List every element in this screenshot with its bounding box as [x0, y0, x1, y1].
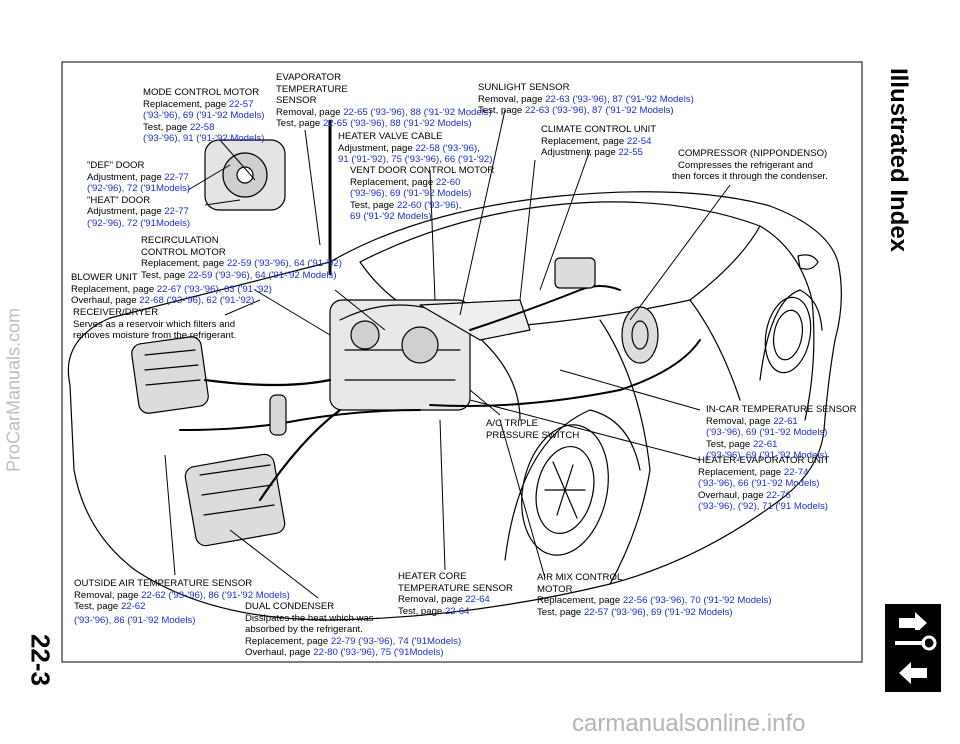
- outside-air-sensor-label: OUTSIDE AIR TEMPERATURE SENSOR Removal, …: [74, 578, 290, 626]
- illustration-frame: [61, 61, 863, 663]
- page-ref[interactable]: 22-65 ('93-'96), 88 ('91-'92 Models): [343, 106, 492, 118]
- in-car-sensor-label: IN-CAR TEMPERATURE SENSOR Removal, page …: [706, 404, 857, 462]
- mode-control-motor-label: MODE CONTROL MOTOR Replacement, page 22-…: [143, 87, 265, 145]
- heater-core-sensor-label: HEATER CORE TEMPERATURE SENSOR Removal, …: [398, 571, 513, 617]
- section-title-text: Illustrated Index: [885, 67, 912, 253]
- wrench-icon: [895, 635, 937, 651]
- page-ref[interactable]: 22-59 ('93-'96), 64 ('91-'92): [226, 258, 342, 270]
- page-ref[interactable]: 22-74: [783, 466, 809, 478]
- page-number: 22-3: [22, 620, 58, 700]
- page-number-text: 22-3: [25, 633, 56, 687]
- blower-unit-label: BLOWER UNIT Replacement, page 22-67 ('93…: [71, 272, 272, 307]
- air-mix-motor-label: AIR MIX CONTROL MOTOR Replacement, page …: [537, 572, 772, 618]
- watermark-bottom: carmanualsonline.info: [572, 710, 806, 737]
- receiver-dryer-part: [269, 394, 287, 436]
- vent-door-motor-label: VENT DOOR CONTROL MOTOR Replacement, pag…: [350, 165, 495, 223]
- page-ref[interactable]: 22-57 ('93-'96), 69 ('91-'92 Models): [583, 606, 733, 618]
- previous-page-tab[interactable]: [885, 654, 941, 692]
- page-ref[interactable]: 22-58 ('93-'96),: [415, 142, 480, 154]
- watermark-side: ProCarManuals.com: [2, 290, 26, 490]
- page-ref[interactable]: 22-65 ('93-'96), 88 ('91-'92 Models): [322, 118, 472, 130]
- compressor-label: COMPRESSOR (NIPPONDENSO) Compresses the …: [672, 148, 828, 183]
- page-ref[interactable]: 22-60 ('93-'96),: [396, 199, 462, 211]
- sunlight-sensor-label: SUNLIGHT SENSOR Removal, page 22-63 ('93…: [478, 82, 694, 117]
- page-ref[interactable]: 22-60: [435, 176, 461, 188]
- page-ref[interactable]: 22-56 ('93-'96), 70 ('91-'92 Models): [622, 595, 772, 607]
- page-ref[interactable]: 22-68 ('93-'96), 62 ('91-'92): [139, 295, 255, 307]
- receiver-dryer-label: RECEIVER/DRYER Serves as a reservoir whi…: [73, 307, 237, 342]
- page-ref[interactable]: 22-67 ('93-'96), 63 ('91-'92): [156, 283, 272, 295]
- dual-condenser-right: [184, 453, 286, 547]
- heater-evaporator-unit-label: HEATER-EVAPORATOR UNIT Replacement, page…: [698, 455, 830, 513]
- page-ref[interactable]: 22-63 ('93-'96), 87 ('91-'92 Models): [545, 93, 694, 105]
- page-ref[interactable]: 22-64: [444, 605, 470, 617]
- rear-wheel: [764, 296, 812, 374]
- page-ref[interactable]: 22-62: [120, 601, 146, 613]
- page-ref[interactable]: 22-57: [228, 98, 254, 110]
- index-tab[interactable]: [885, 630, 941, 656]
- page-ref[interactable]: 22-63 ('93-'96), 87 ('91-'92 Models): [524, 105, 674, 117]
- page-ref[interactable]: 22-79 ('93-'96), 74 ('91Models): [330, 635, 462, 647]
- right-arrow-icon: [899, 612, 927, 634]
- ac-triple-switch-label: A/C TRIPLE PRESSURE SWITCH: [486, 418, 580, 441]
- def-heat-door-label: "DEF" DOOR Adjustment, page 22-77 ('92-'…: [87, 160, 191, 229]
- car-body-outline: [67, 191, 842, 621]
- page-ref[interactable]: 22-55: [618, 147, 643, 159]
- recirculation-motor-label: RECIRCULATION CONTROL MOTOR Replacement,…: [141, 235, 342, 281]
- page-ref[interactable]: 22-80 ('93-'96), 75 ('91Models): [313, 647, 444, 659]
- page-ref[interactable]: 22-54: [626, 135, 652, 147]
- page-ref[interactable]: 22-58: [189, 121, 215, 133]
- section-title: Illustrated Index: [878, 60, 918, 260]
- page-ref[interactable]: 22-77: [164, 171, 189, 183]
- watermark-side-text: ProCarManuals.com: [3, 307, 24, 473]
- evaporator-sensor-label: EVAPORATOR TEMPERATURE SENSOR Removal, p…: [276, 72, 492, 130]
- left-arrow-icon: [899, 662, 927, 684]
- page-ref[interactable]: 22-59 ('93-'96), 64 ('91-'92 Models): [187, 269, 337, 281]
- dual-condenser-label: DUAL CONDENSER Dissipates the heat which…: [245, 601, 462, 659]
- dual-condenser-left: [131, 336, 209, 414]
- heater-valve-cable-label: HEATER VALVE CABLE Adjustment, page 22-5…: [338, 131, 493, 166]
- page-ref[interactable]: 22-61: [752, 438, 778, 450]
- page-ref[interactable]: 22-61: [773, 415, 798, 427]
- climate-control-unit-part: [554, 257, 596, 289]
- page-ref[interactable]: 22-77: [164, 206, 189, 218]
- compressor-part: [621, 306, 659, 364]
- page-ref[interactable]: 22-76: [766, 489, 791, 501]
- climate-control-unit-label: CLIMATE CONTROL UNIT Replacement, page 2…: [541, 124, 657, 159]
- page-ref[interactable]: 22-64: [465, 594, 490, 606]
- page-ref[interactable]: 22-62 ('93-'96), 86 ('91-'92 Models): [141, 589, 290, 601]
